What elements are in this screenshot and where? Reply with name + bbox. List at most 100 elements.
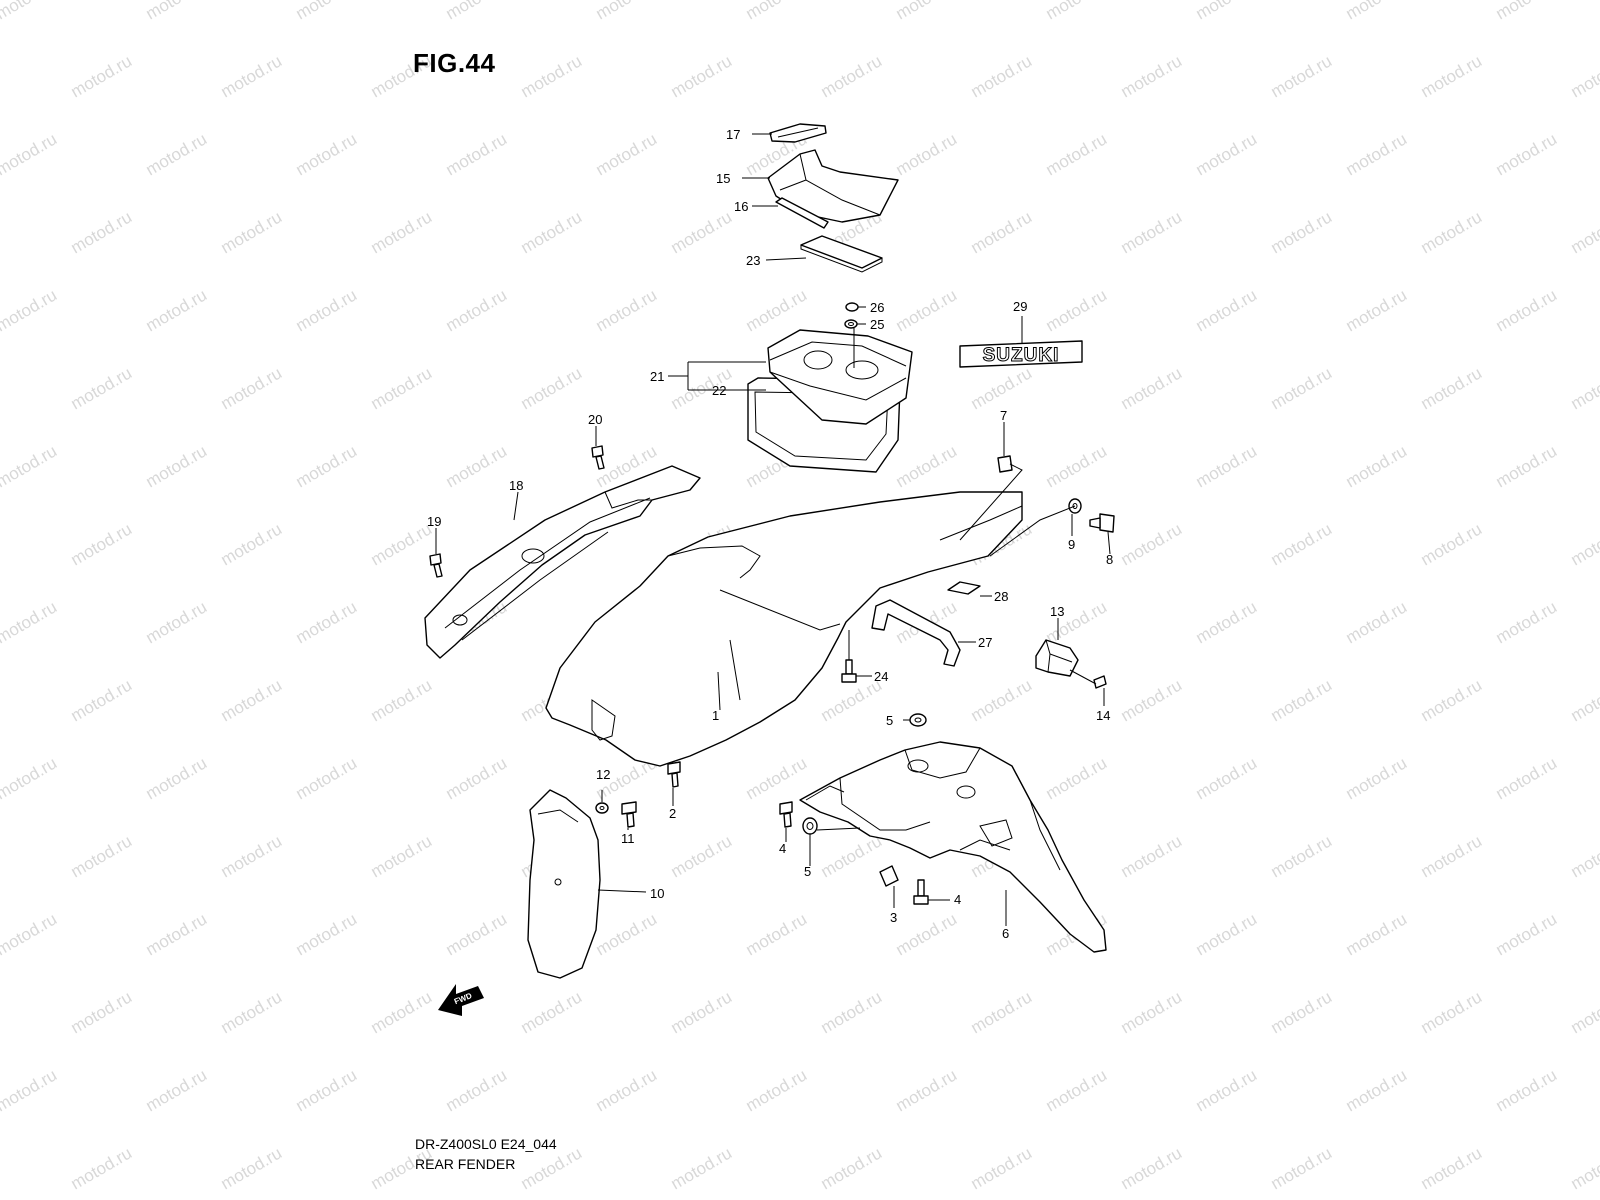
part-18-side-cover bbox=[424, 465, 701, 659]
part-25-washer bbox=[844, 319, 858, 329]
callout-4-lower: 4 bbox=[954, 892, 961, 907]
watermark-text: motod.ru bbox=[518, 207, 586, 257]
callout-28: 28 bbox=[994, 589, 1008, 604]
part-5-grommet-top bbox=[909, 713, 927, 727]
watermark-text: motod.ru bbox=[893, 909, 961, 959]
watermark-text: motod.ru bbox=[818, 1143, 886, 1193]
fwd-arrow-icon: FWD bbox=[438, 984, 484, 1016]
callout-4-left: 4 bbox=[779, 841, 786, 856]
watermark-text: motod.ru bbox=[443, 753, 511, 803]
watermark-text: motod.ru bbox=[0, 597, 60, 647]
callout-12: 12 bbox=[596, 767, 610, 782]
watermark-text: motod.ru bbox=[1568, 519, 1600, 569]
watermark-text: motod.ru bbox=[1118, 987, 1186, 1037]
watermark-text: motod.ru bbox=[368, 831, 436, 881]
watermark-text: motod.ru bbox=[68, 831, 136, 881]
callout-8: 8 bbox=[1106, 552, 1113, 567]
watermark-text: motod.ru bbox=[1193, 909, 1261, 959]
section-name: REAR FENDER bbox=[415, 1156, 516, 1172]
watermark-text: motod.ru bbox=[1268, 519, 1336, 569]
callout-13: 13 bbox=[1050, 604, 1064, 619]
callout-6: 6 bbox=[1002, 926, 1009, 941]
watermark-text: motod.ru bbox=[143, 753, 211, 803]
watermark-text: motod.ru bbox=[368, 987, 436, 1037]
watermark-text: motod.ru bbox=[368, 207, 436, 257]
callout-14: 14 bbox=[1096, 708, 1110, 723]
part-12-washer bbox=[595, 802, 609, 814]
callout-3: 3 bbox=[890, 910, 897, 925]
watermark-text: motod.ru bbox=[68, 1143, 136, 1193]
callout-23: 23 bbox=[746, 253, 760, 268]
watermark-text: motod.ru bbox=[818, 51, 886, 101]
part-11-bolt bbox=[621, 801, 637, 828]
watermark-text: motod.ru bbox=[743, 753, 811, 803]
watermark-text: motod.ru bbox=[1043, 441, 1111, 491]
watermark-text: motod.ru bbox=[293, 753, 361, 803]
part-9-washer bbox=[989, 498, 1082, 557]
watermark-text: motod.ru bbox=[0, 285, 60, 335]
watermark-text: motod.ru bbox=[893, 285, 961, 335]
part-13-relay bbox=[1035, 639, 1079, 677]
watermark-text: motod.ru bbox=[1493, 285, 1561, 335]
watermark-text: motod.ru bbox=[593, 1065, 661, 1115]
watermark-text: motod.ru bbox=[143, 129, 211, 179]
part-20-bolt bbox=[591, 445, 605, 470]
watermark-text: motod.ru bbox=[368, 675, 436, 725]
watermark-text: motod.ru bbox=[518, 363, 586, 413]
watermark-text: motod.ru bbox=[143, 909, 211, 959]
callout-5-lower: 5 bbox=[804, 864, 811, 879]
part-8-bolt bbox=[1089, 513, 1115, 533]
model-code: DR-Z400SL0 E24_044 bbox=[415, 1136, 557, 1152]
watermark-text: motod.ru bbox=[1118, 207, 1186, 257]
watermark-text: motod.ru bbox=[668, 1143, 736, 1193]
callout-2: 2 bbox=[669, 806, 676, 821]
watermark-text: motod.ru bbox=[1268, 51, 1336, 101]
callout-17: 17 bbox=[726, 127, 740, 142]
watermark-text: motod.ru bbox=[1043, 285, 1111, 335]
watermark-text: motod.ru bbox=[968, 675, 1036, 725]
watermark-text: motod.ru bbox=[443, 1065, 511, 1115]
part-4-bolt-left bbox=[779, 801, 793, 828]
watermark-text: motod.ru bbox=[1043, 0, 1111, 23]
watermark-text: motod.ru bbox=[893, 129, 961, 179]
part-16-tool bbox=[775, 197, 829, 229]
watermark-text: motod.ru bbox=[293, 909, 361, 959]
watermark-text: motod.ru bbox=[1343, 441, 1411, 491]
watermark-text: motod.ru bbox=[218, 51, 286, 101]
part-27-handle bbox=[871, 599, 961, 667]
watermark-text: motod.ru bbox=[968, 51, 1036, 101]
watermark-text: motod.ru bbox=[1493, 129, 1561, 179]
watermark-text: motod.ru bbox=[293, 441, 361, 491]
watermark-text: motod.ru bbox=[1343, 1065, 1411, 1115]
watermark-text: motod.ru bbox=[68, 519, 136, 569]
watermark-text: motod.ru bbox=[0, 1065, 60, 1115]
watermark-text: motod.ru bbox=[293, 597, 361, 647]
watermark-text: motod.ru bbox=[0, 0, 60, 23]
watermark-text: motod.ru bbox=[293, 285, 361, 335]
watermark-text: motod.ru bbox=[1493, 441, 1561, 491]
callout-21: 21 bbox=[650, 369, 664, 384]
watermark-text: motod.ru bbox=[443, 0, 511, 23]
watermark-text: motod.ru bbox=[443, 909, 511, 959]
watermark-text: motod.ru bbox=[1493, 0, 1561, 23]
callout-16: 16 bbox=[734, 199, 748, 214]
part-1-rear-fender bbox=[545, 491, 1023, 767]
watermark-text: motod.ru bbox=[818, 831, 886, 881]
watermark-text: motod.ru bbox=[1193, 129, 1261, 179]
part-3-clip bbox=[879, 865, 899, 887]
callout-labels: 17 15 16 23 26 25 29 21 22 20 7 18 19 9 … bbox=[427, 127, 1113, 941]
watermark-text: motod.ru bbox=[68, 51, 136, 101]
watermark-text: motod.ru bbox=[68, 987, 136, 1037]
watermark-text: motod.ru bbox=[1043, 1065, 1111, 1115]
part-14-screw bbox=[1069, 669, 1107, 689]
watermark-text: motod.ru bbox=[743, 1065, 811, 1115]
watermark-text: motod.ru bbox=[1343, 753, 1411, 803]
part-17-strap bbox=[769, 123, 827, 143]
watermark-text: motod.ru bbox=[0, 441, 60, 491]
watermark-text: motod.ru bbox=[0, 753, 60, 803]
watermark-text: motod.ru bbox=[968, 207, 1036, 257]
callout-1: 1 bbox=[712, 708, 719, 723]
watermark-text: motod.ru bbox=[743, 0, 811, 23]
watermark-text: motod.ru bbox=[1268, 831, 1336, 881]
